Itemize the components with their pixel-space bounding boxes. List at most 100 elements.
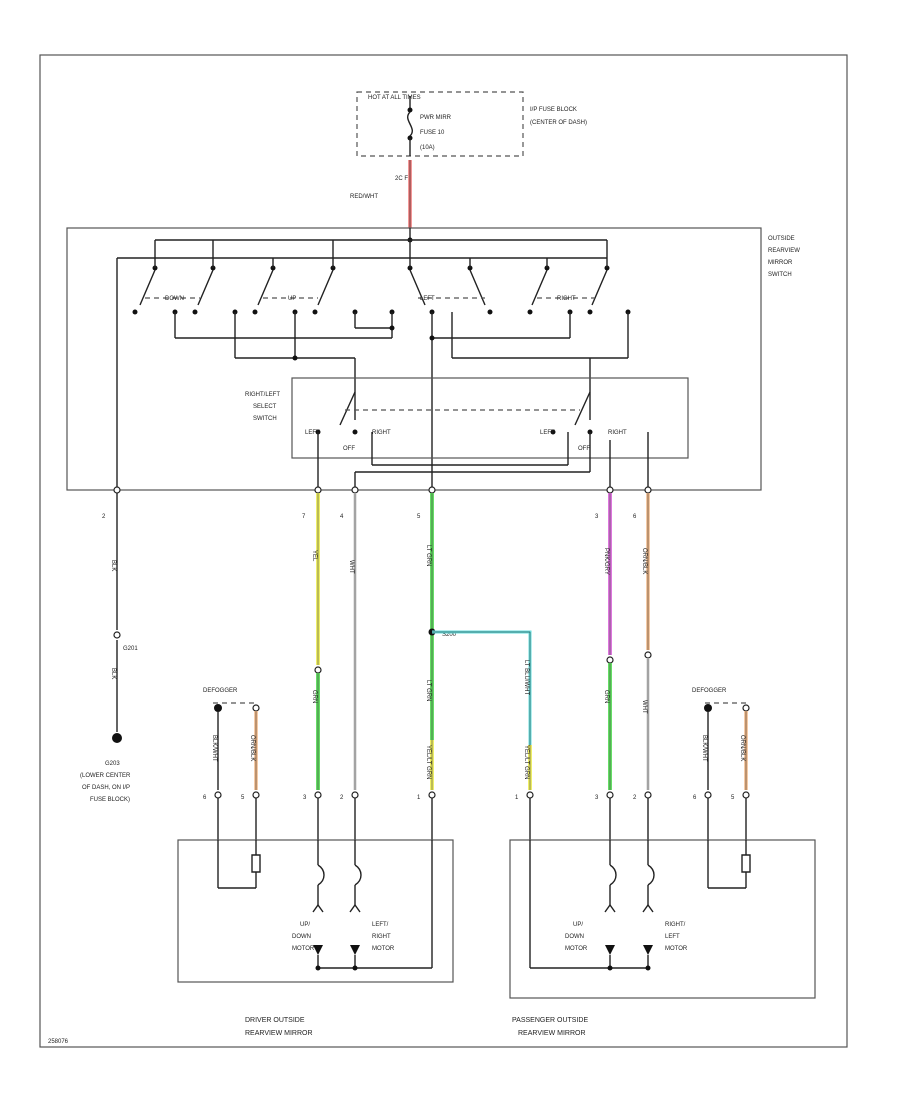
driver-pin-3: 3	[303, 795, 307, 801]
passenger-pin-4: 6	[693, 795, 697, 801]
yellow-wire-color: YEL	[311, 550, 317, 562]
fuse-icon	[407, 111, 413, 137]
driver-left-right-breaker-icon	[354, 864, 362, 886]
fuse-block: HOT AT ALL TIMES PWR MIRR FUSE 10 (10A) …	[350, 91, 587, 200]
switch-contacts	[139, 269, 608, 306]
passenger-motor1-label-2: DOWN	[565, 934, 584, 940]
power-circuit-label: 2C F1	[395, 176, 412, 182]
passenger-mirror: 1 3 2 6 5	[509, 791, 816, 1037]
select-off-label: OFF	[343, 446, 355, 452]
passenger-pin-2: 3	[595, 795, 599, 801]
defogger-right-wire-2: ORN/BLK	[739, 735, 745, 761]
passenger-motor2-label-2: LEFT	[665, 934, 680, 940]
passenger-motor1-label-3: MOTOR	[565, 946, 588, 952]
passenger-pin-5: 5	[731, 795, 735, 801]
pink-wire-color: PNK/GRY	[603, 548, 609, 575]
lt-green-wire-color-2: LT GRN	[425, 680, 431, 701]
passenger-motor1-label-1: UP/	[573, 922, 583, 928]
orange-wire-color: ORN/BLK	[641, 548, 647, 574]
pin-label-1: 2	[102, 514, 106, 520]
select-right-label: RIGHT	[372, 430, 391, 436]
driver-pin-4: 2	[340, 795, 344, 801]
ground-wire-color: BLK	[110, 560, 116, 571]
diagram-frame	[39, 54, 848, 1048]
defogger-left-wire-1: BLK/WHT	[211, 735, 217, 762]
passenger-right-left-breaker-icon	[647, 864, 655, 886]
fuse-block-outline	[356, 91, 524, 157]
switch-title-1: OUTSIDE	[768, 236, 795, 242]
switch-connector-pins: 2 7 4 5 3 6	[102, 486, 652, 520]
cyan-branch-wire	[432, 630, 532, 790]
passenger-motor2-label-1: RIGHT/	[665, 922, 686, 928]
passenger-right-left-motor-icon	[643, 945, 653, 955]
switch-left-label: LEFT	[420, 296, 435, 302]
switch-up-label: UP	[288, 296, 296, 302]
driver-up-down-motor-icon	[313, 945, 323, 955]
pin-label-6: 6	[633, 514, 637, 520]
driver-pin-5: 1	[417, 795, 421, 801]
hot-at-all-times-label: HOT AT ALL TIMES	[368, 95, 421, 101]
ground-wire-color-2: BLK	[110, 668, 116, 679]
driver-motor2-label-2: RIGHT	[372, 934, 391, 940]
fuse-top-node	[407, 107, 413, 113]
switch-right-label: RIGHT	[557, 296, 576, 302]
select-switch-title-2: SELECT	[253, 404, 277, 410]
select-switch-outline	[291, 377, 689, 459]
driver-motor2-label-3: MOTOR	[372, 946, 395, 952]
driver-left-right-motor-icon	[350, 945, 360, 955]
driver-mirror: 6 5 3 2 1	[177, 791, 454, 1037]
passenger-mirror-name-2: REARVIEW MIRROR	[518, 1030, 586, 1037]
switch-down-label: DOWN	[165, 296, 184, 302]
defogger-right: DEFOGGER BLK/WHT ORN/BLK	[692, 688, 750, 790]
driver-motor1-label-3: MOTOR	[292, 946, 315, 952]
pin-label-5: 3	[595, 514, 599, 520]
pin-label-2: 7	[302, 514, 306, 520]
splice-label: S200	[442, 632, 457, 638]
branch-wire-color: LT BLU/WHT	[523, 660, 529, 695]
select-switch-title-3: SWITCH	[253, 416, 277, 422]
passenger-pin-3: 2	[633, 795, 637, 801]
driver-defogger-heater-icon	[251, 854, 261, 873]
ground-location-3: FUSE BLOCK)	[90, 797, 130, 803]
select-left-label: LEFT	[305, 430, 320, 436]
defogger-left: DEFOGGER BLK/WHT ORN/BLK	[203, 688, 260, 790]
outside-mirror-switch: OUTSIDE REARVIEW MIRROR SWITCH	[66, 227, 800, 491]
lt-green-wire-color: LT GRN	[425, 545, 431, 566]
white-wire-color: WHT	[348, 560, 354, 574]
driver-motor1-label-2: DOWN	[292, 934, 311, 940]
ground-location-2: OF DASH, ON I/P	[82, 785, 130, 791]
passenger-green-wire-color: GRN	[603, 690, 609, 703]
fuse-name-label: PWR MIRR	[420, 115, 452, 121]
driver-mirror-name-2: REARVIEW MIRROR	[245, 1030, 313, 1037]
passenger-white-wire-color: WHT	[641, 700, 647, 714]
pin-label-3: 4	[340, 514, 344, 520]
ground-id-label: G201	[123, 646, 138, 652]
defogger-left-title: DEFOGGER	[203, 688, 238, 694]
driver-pin-2: 5	[241, 795, 245, 801]
select-left-label-2: LEFT	[540, 430, 555, 436]
passenger-mirror-name-1: PASSENGER OUTSIDE	[512, 1017, 588, 1024]
select-off-label-2: OFF	[578, 446, 590, 452]
fuse-block-location: (CENTER OF DASH)	[530, 120, 587, 126]
ground-location-1: (LOWER CENTER	[80, 773, 131, 779]
select-switch-title-1: RIGHT/LEFT	[245, 392, 280, 398]
passenger-up-down-motor-icon	[605, 945, 615, 955]
ground-connector	[113, 631, 121, 639]
switch-title-4: SWITCH	[768, 272, 792, 278]
defogger-left-wire-2: ORN/BLK	[249, 735, 255, 761]
select-right-label-2: RIGHT	[608, 430, 627, 436]
fuse-rating-label: (10A)	[420, 145, 435, 151]
driver-up-down-breaker-icon	[317, 864, 325, 886]
passenger-mirror-pins: 1 3 2 6 5	[515, 791, 750, 801]
defogger-right-title: DEFOGGER	[692, 688, 727, 694]
power-wire-color: RED/WHT	[350, 194, 378, 200]
passenger-pin-1: 1	[515, 795, 519, 801]
fuse-number-label: FUSE 10	[420, 130, 445, 136]
switch-assembly-outline	[66, 227, 762, 491]
switch-title-2: REARVIEW	[768, 248, 800, 254]
figure-id: 258076	[48, 1039, 69, 1045]
driver-mirror-outline	[177, 839, 454, 983]
driver-mirror-pins: 6 5 3 2 1	[203, 791, 436, 801]
